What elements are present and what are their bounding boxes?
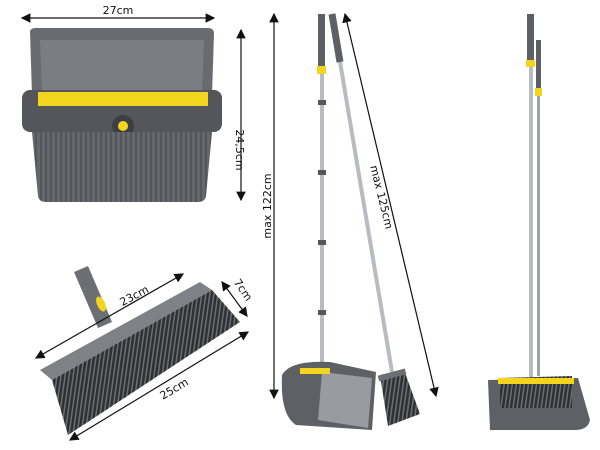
dustpan-bucket: [22, 28, 222, 202]
comb-teeth: [38, 92, 208, 106]
dustpan-width-label: 27cm: [103, 4, 134, 17]
yellow-ring: [118, 121, 128, 131]
broom-max-height-label: max 125cm: [367, 164, 395, 230]
dustpan-height-label: 24,5cm: [233, 129, 246, 170]
broom-inner-width-label: 23cm: [118, 283, 151, 309]
dustpan-max-height-label: max 122cm: [261, 173, 274, 238]
extended-set: [281, 13, 420, 430]
broom-outer-width-label: 25cm: [158, 376, 191, 403]
folded-set: [488, 14, 590, 430]
